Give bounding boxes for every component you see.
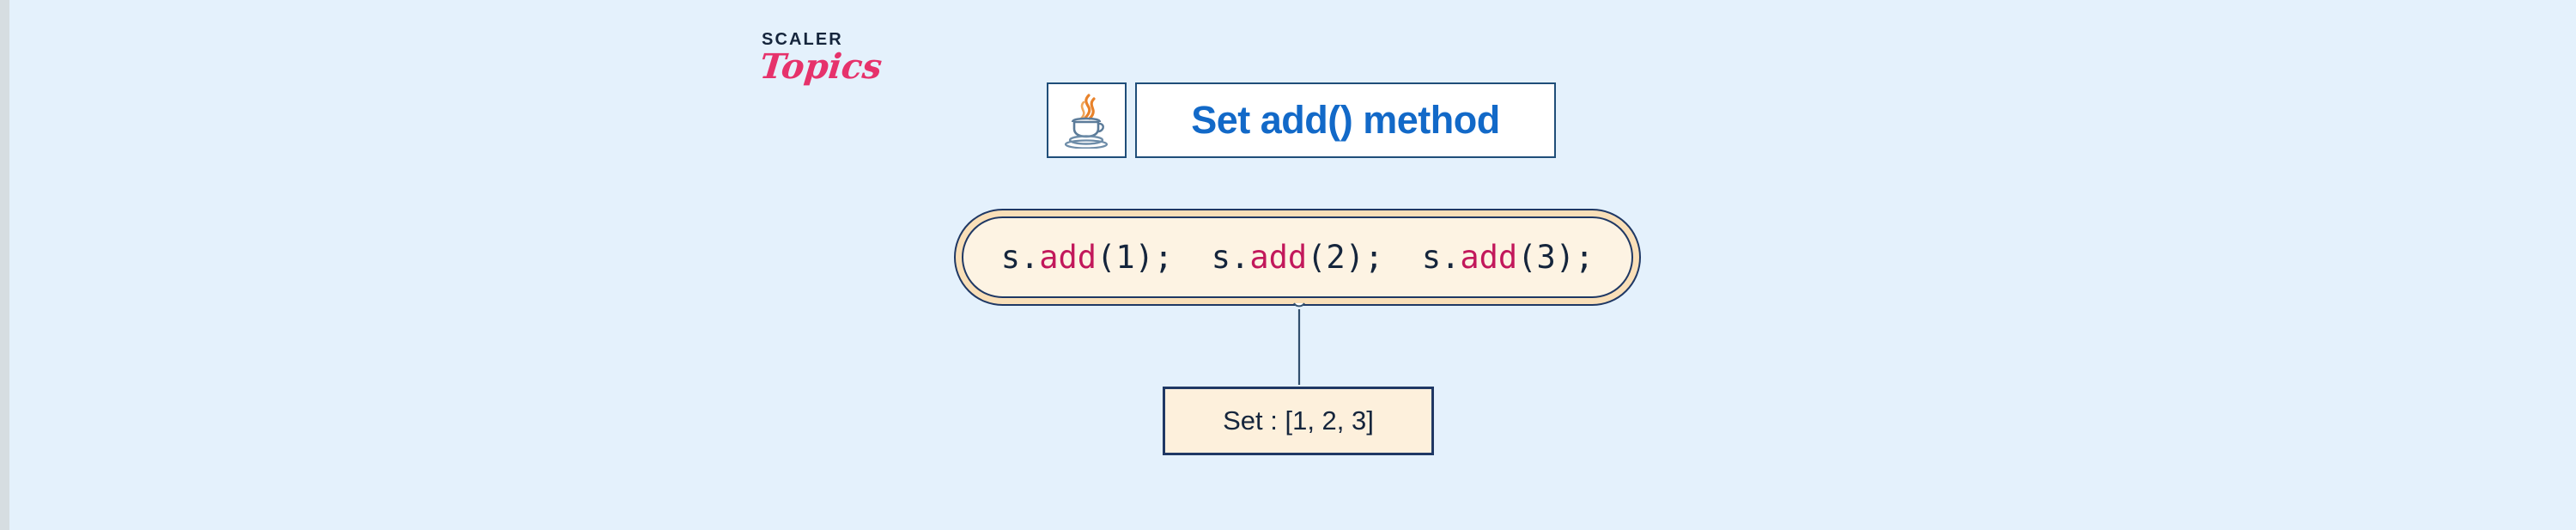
code-method-3: add (1460, 239, 1518, 276)
code-args-1: (1); (1097, 239, 1174, 276)
code-statement-text: s.add(1); s.add(2); s.add(3); (1001, 239, 1595, 276)
header-row: Set add() method (1047, 82, 1556, 158)
code-method-1: add (1039, 239, 1097, 276)
logo-brand-text: SCALER (762, 30, 843, 49)
code-receiver-1: s. (1000, 239, 1040, 276)
scaler-topics-logo: SCALER Topics (758, 30, 916, 100)
java-logo-badge (1047, 82, 1127, 158)
code-node: s.add(1); s.add(2); s.add(3); (954, 209, 1641, 306)
java-coffee-cup-icon (1060, 92, 1114, 149)
code-args-2: (2); (1307, 239, 1384, 276)
code-receiver-3: s. (1421, 239, 1461, 276)
code-node-inner: s.add(1); s.add(2); s.add(3); (962, 216, 1633, 298)
result-label: Set : [1, 2, 3] (1223, 405, 1374, 436)
code-args-3: (3); (1517, 239, 1595, 276)
code-receiver-2: s. (1211, 239, 1250, 276)
code-method-2: add (1249, 239, 1308, 276)
logo-product-text: Topics (757, 46, 884, 87)
result-node: Set : [1, 2, 3] (1163, 387, 1434, 455)
diagram-canvas: SCALER Topics (9, 0, 2576, 530)
title-box: Set add() method (1135, 82, 1556, 158)
page-title: Set add() method (1191, 98, 1500, 142)
connector-line (1280, 302, 1318, 392)
